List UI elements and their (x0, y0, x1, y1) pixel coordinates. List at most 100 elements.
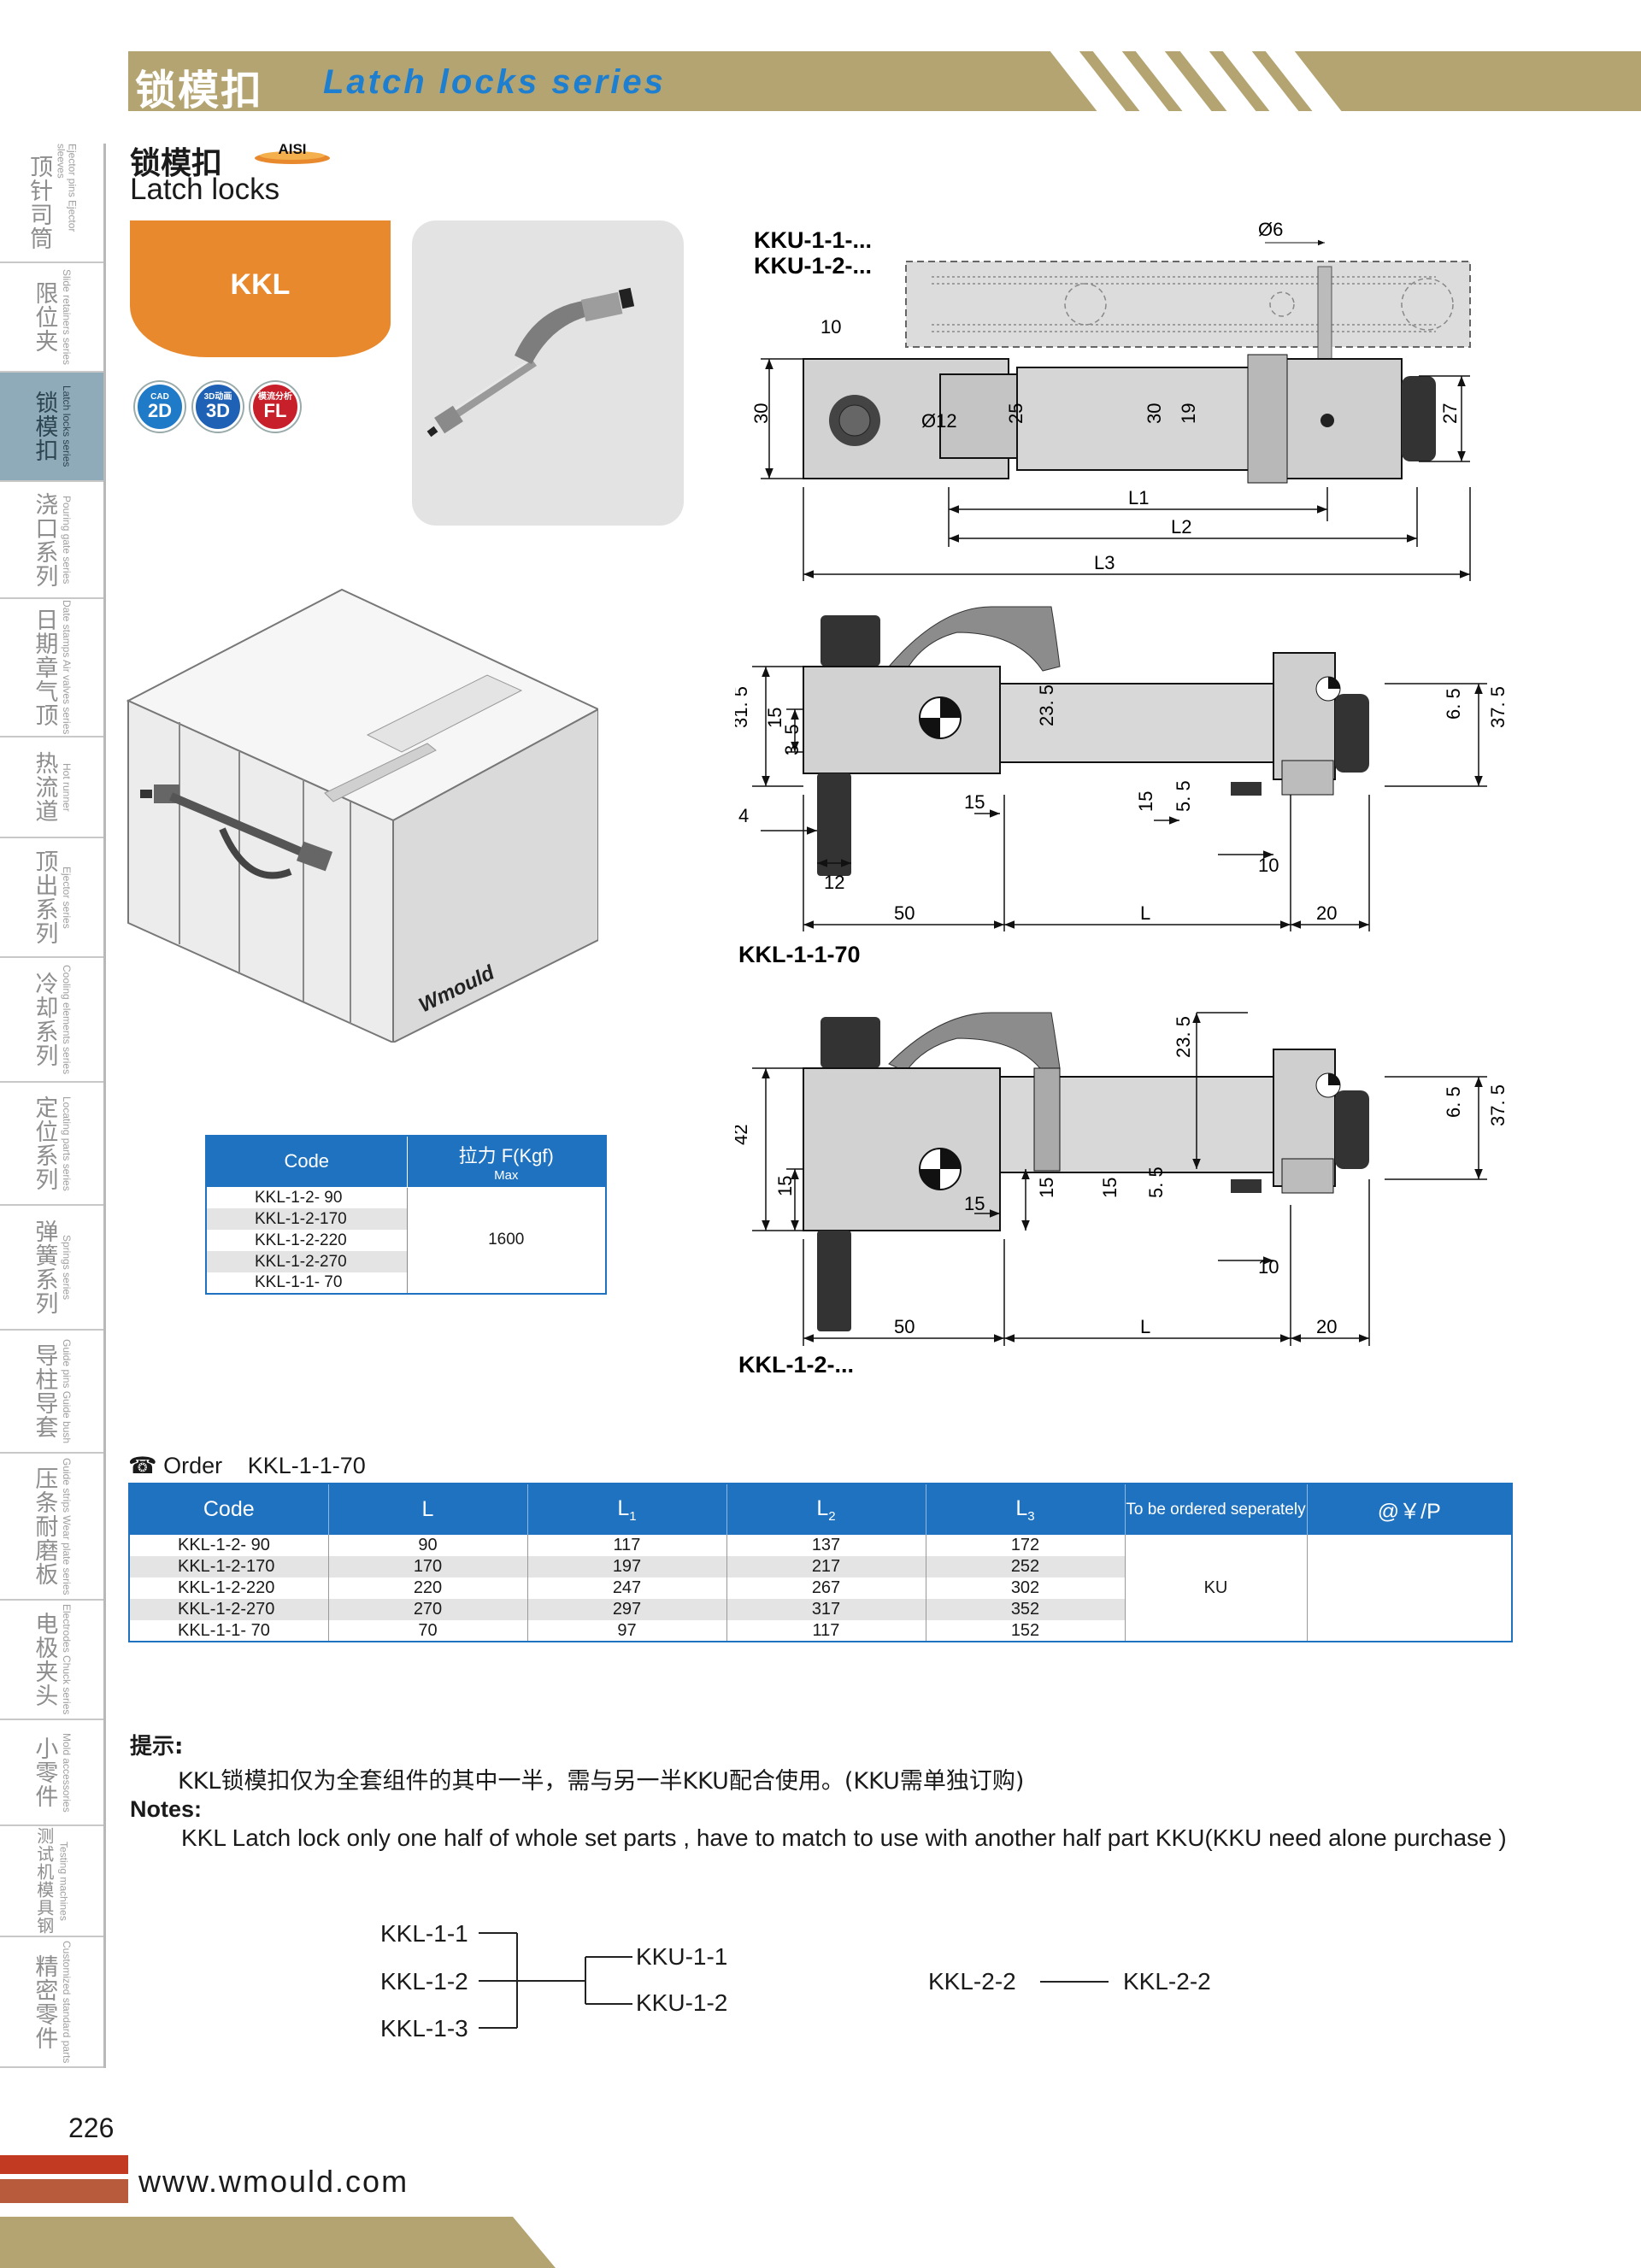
sidebar-item-label: 小零件 (31, 1736, 58, 1808)
sidebar-item-electrodes[interactable]: 电极夹头 Electrodes Chuck series (0, 1601, 103, 1720)
website-link[interactable]: www.wmould.com (138, 2164, 409, 2199)
order-cell-l2: 317 (726, 1599, 926, 1620)
dim-v2-37-5: 37. 5 (1487, 1084, 1509, 1126)
dim-v1-50: 50 (894, 902, 915, 924)
dim-v1-10: 10 (1258, 855, 1279, 876)
dim-l2: L2 (1171, 516, 1191, 538)
sidebar-item-pouring-gate[interactable]: 浇口系列 Pouring gate series (0, 482, 103, 599)
kku-label-2: KKU-1-2-... (754, 253, 872, 279)
sidebar-item-date-stamps[interactable]: 日期章气顶 Date stamps Air valves series (0, 599, 103, 737)
force-table-header-force: 拉力 F(Kgf) Max (406, 1135, 607, 1188)
dim-l3: L3 (1094, 552, 1115, 573)
sidebar-item-precision[interactable]: 精密零件 Customized standard parts (0, 1937, 103, 2068)
sidebar-item-label: 热流道 (31, 751, 58, 823)
dim-v2-20: 20 (1316, 1316, 1337, 1337)
dim-d19: 19 (1178, 403, 1199, 424)
footer-accent-bar-2 (0, 2179, 128, 2203)
order-cell-l3: 352 (926, 1599, 1126, 1620)
header-band (128, 51, 1641, 111)
product-title-en: Latch locks (130, 173, 280, 206)
sidebar-item-sublabel: Pouring gate series (60, 495, 73, 585)
sidebar-item-testing[interactable]: 测试机模具钢 Testing machines (0, 1826, 103, 1937)
sidebar-item-locating[interactable]: 定位系列 Locating parts series (0, 1083, 103, 1206)
sidebar-item-ejector-series[interactable]: 顶出系列 Ejector series (0, 838, 103, 958)
sidebar-item-guide-strips[interactable]: 压条耐磨板 Guide strips Wear plate series (0, 1454, 103, 1601)
order-line: ☎ Order KKL-1-1-70 (128, 1453, 366, 1479)
order-cell-l1: 247 (527, 1578, 727, 1599)
force-table-code: KKL-1-2-170 (206, 1208, 408, 1230)
sidebar-item-sublabel: Customized standard parts (60, 1940, 73, 2064)
sidebar-item-sublabel: Guide pins Guide bush (60, 1338, 73, 1444)
order-header-l1: L1 (527, 1484, 727, 1535)
force-table-code: KKL-1-2-220 (206, 1230, 408, 1251)
dim-d25: 25 (1005, 403, 1026, 424)
sidebar-item-sublabel: Ejector series (60, 866, 73, 929)
kku-label-1: KKU-1-1-... (754, 227, 872, 253)
product-tab (130, 220, 391, 357)
dim-v2-6-5: 6. 5 (1443, 1086, 1464, 1118)
sidebar-item-guide-pins[interactable]: 导柱导套 Guide pins Guide bush (0, 1331, 103, 1454)
dim-v2-42: 42 (735, 1125, 751, 1145)
fl-badge-main: FL (263, 400, 287, 421)
order-header-ordered: To be ordered seperately (1125, 1484, 1308, 1535)
sidebar-item-sublabel: Date stamps Air valves series (60, 600, 73, 735)
order-cell-l1: 117 (527, 1535, 727, 1556)
view1-label: KKL-1-1-70 (738, 942, 861, 967)
dim-d27: 27 (1439, 403, 1461, 424)
order-cell-l3: 252 (926, 1556, 1126, 1578)
order-cell-code: KKL-1-2- 90 (129, 1535, 329, 1556)
order-header-l3: L3 (926, 1484, 1126, 1535)
order-header-l2: L2 (726, 1484, 926, 1535)
sidebar-item-ejector-pins[interactable]: 顶针司筒 Ejector pins Ejector sleeves (0, 144, 103, 263)
hint-heading: 提示: (130, 1734, 184, 1760)
sidebar-item-label: 电极夹头 (31, 1612, 58, 1707)
product-tab-label: KKL (230, 268, 291, 301)
sidebar-item-sublabel: Slide retainers series (60, 268, 73, 366)
footer-accent-bar (0, 2155, 128, 2174)
force-table-code: KKL-1-2- 90 (206, 1187, 408, 1208)
sidebar-item-sublabel: Latch locks series (60, 385, 73, 467)
category-sidebar: 顶针司筒 Ejector pins Ejector sleeves 限位夹 Sl… (0, 144, 106, 2068)
fl-badge-top: 模流分析 (258, 392, 292, 402)
force-table-code: KKL-1-1- 70 (206, 1272, 408, 1294)
order-cell-l3: 302 (926, 1578, 1126, 1599)
sidebar-item-label: 导柱导套 (31, 1343, 58, 1439)
order-cell-code: KKL-1-2-170 (129, 1556, 329, 1578)
sidebar-item-cooling[interactable]: 冷却系列 Cooling elements series (0, 958, 103, 1083)
order-cell-code: KKL-1-2-270 (129, 1599, 329, 1620)
sidebar-item-sublabel: Guide strips Wear plate series (60, 1457, 73, 1595)
page-number: 226 (68, 2112, 115, 2143)
sidebar-item-slide-retainers[interactable]: 限位夹 Slide retainers series (0, 263, 103, 373)
dim-v2-15: 15 (774, 1176, 796, 1196)
dim-v1-3-5: 3. 5 (781, 724, 803, 755)
sidebar-item-label: 定位系列 (31, 1096, 58, 1191)
order-cell-ordered: KU (1125, 1535, 1308, 1642)
cad-2d-badge[interactable]: CAD 2D (135, 382, 185, 432)
sidebar-item-sublabel: Hot runner (60, 762, 73, 812)
sidebar-item-mold-accessories[interactable]: 小零件 Mold accessories (0, 1720, 103, 1826)
technical-drawings: KKU-1-1-... KKU-1-2-... Ø6 Ø12 10 30 25 … (735, 219, 1509, 1378)
order-header-l: L (328, 1484, 528, 1535)
hint-text: KKL锁模扣仅为全套组件的其中一半，需与另一半KKU配合使用。(KKU需单独订购… (178, 1768, 1025, 1795)
sidebar-item-label: 日期章气顶 (31, 608, 58, 727)
sidebar-item-label: 弹簧系列 (31, 1219, 58, 1315)
pair-single-right: KKL-2-2 (1123, 1968, 1211, 1995)
header-title-cn: 锁模扣 (135, 68, 264, 114)
phone-icon: ☎ (128, 1453, 157, 1478)
dim-v1-5-5: 5. 5 (1173, 780, 1194, 812)
sidebar-item-sublabel: Mold accessories (60, 1732, 73, 1813)
flow-analysis-badge[interactable]: 模流分析 FL (250, 382, 300, 432)
sidebar-item-label: 压条耐磨板 (31, 1466, 58, 1586)
pair-left-2: KKL-1-2 (380, 1968, 468, 1995)
kku-dashed-outline (905, 261, 1471, 348)
view-kkl-1-1-70 (803, 606, 1369, 876)
sidebar-item-label: 浇口系列 (31, 491, 58, 588)
cad-2d-badge-main: 2D (147, 400, 173, 421)
sidebar-item-springs[interactable]: 弹簧系列 Springs series (0, 1206, 103, 1331)
order-cell-l: 70 (328, 1620, 528, 1642)
sidebar-item-hot-runner[interactable]: 热流道 Hot runner (0, 737, 103, 838)
force-table-code: KKL-1-2-270 (206, 1251, 408, 1272)
dim-v2-15d: 15 (964, 1193, 985, 1214)
3d-animation-badge[interactable]: 3D动画 3D (193, 382, 243, 432)
sidebar-item-latch-locks[interactable]: 锁模扣 Latch locks series (0, 373, 103, 482)
